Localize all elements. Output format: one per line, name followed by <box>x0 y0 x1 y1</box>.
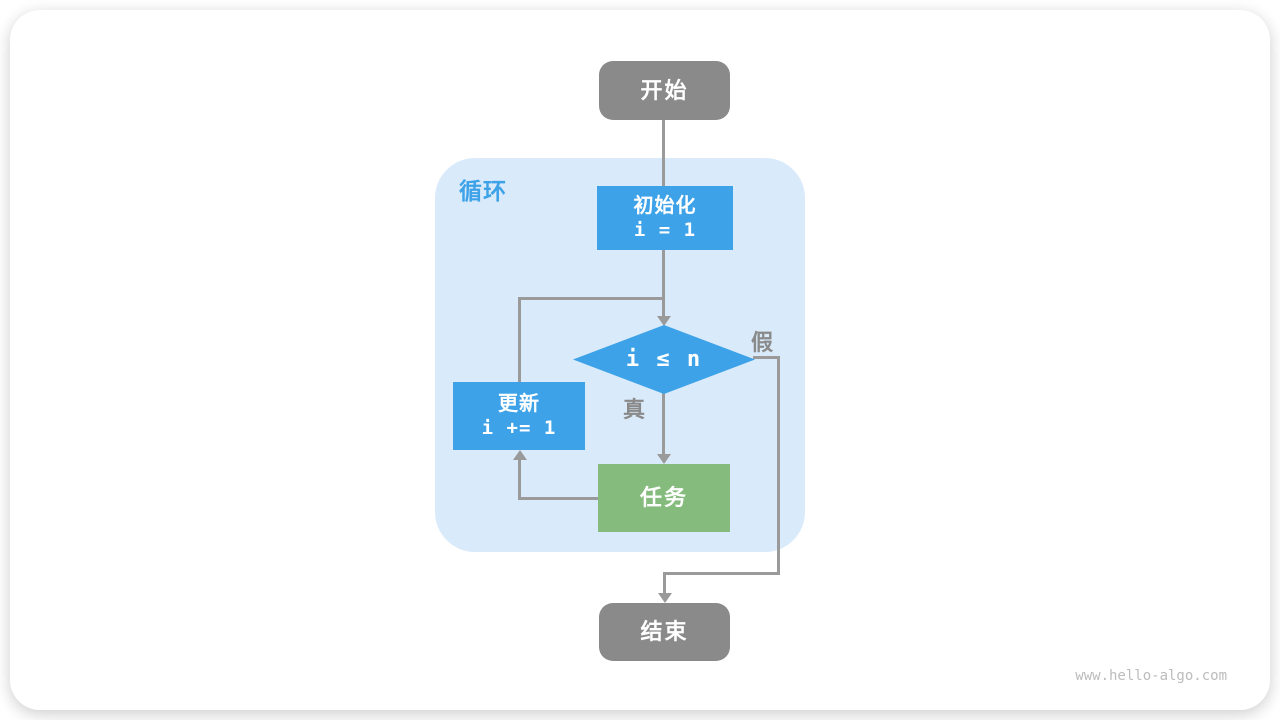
condition-label: i ≤ n <box>625 347 703 372</box>
edge-init-to-cond <box>662 250 665 316</box>
start-node: 开始 <box>599 61 730 120</box>
edge-task-to-update-vertical <box>518 459 521 500</box>
update-node: 更新 i += 1 <box>453 382 585 450</box>
edge-false-vertical <box>777 356 780 575</box>
edge-update-to-cond-vertical <box>518 297 521 382</box>
loop-label: 循环 <box>459 178 507 204</box>
start-node-label: 开始 <box>640 77 689 103</box>
figure-card: 循环 开始 初始化 i = 1 i ≤ n 更新 i += 1 <box>10 10 1270 710</box>
update-node-title: 更新 <box>498 392 540 415</box>
edge-task-to-update-horizontal <box>518 497 600 500</box>
edge-false-horizontal-top <box>753 356 780 359</box>
update-node-code: i += 1 <box>481 416 557 439</box>
watermark: www.hello-algo.com <box>1075 668 1227 684</box>
init-node: 初始化 i = 1 <box>597 186 733 250</box>
true-edge-label: 真 <box>623 397 646 422</box>
task-node-label: 任务 <box>639 485 688 511</box>
edge-false-to-end <box>663 572 666 594</box>
end-node: 结束 <box>599 603 730 661</box>
edge-update-to-cond-horizontal <box>518 297 665 300</box>
false-edge-label: 假 <box>751 330 774 355</box>
arrow-up-icon <box>513 450 527 460</box>
end-node-label: 结束 <box>640 619 689 645</box>
edge-cond-to-task <box>662 393 665 455</box>
init-node-title: 初始化 <box>633 194 697 217</box>
arrow-down-icon <box>658 593 672 603</box>
arrow-down-icon <box>657 454 671 464</box>
edge-start-to-init <box>662 120 665 186</box>
arrow-down-icon <box>657 316 671 326</box>
init-node-code: i = 1 <box>633 218 697 241</box>
task-node: 任务 <box>598 464 730 532</box>
edge-false-horizontal-bottom <box>663 572 780 575</box>
